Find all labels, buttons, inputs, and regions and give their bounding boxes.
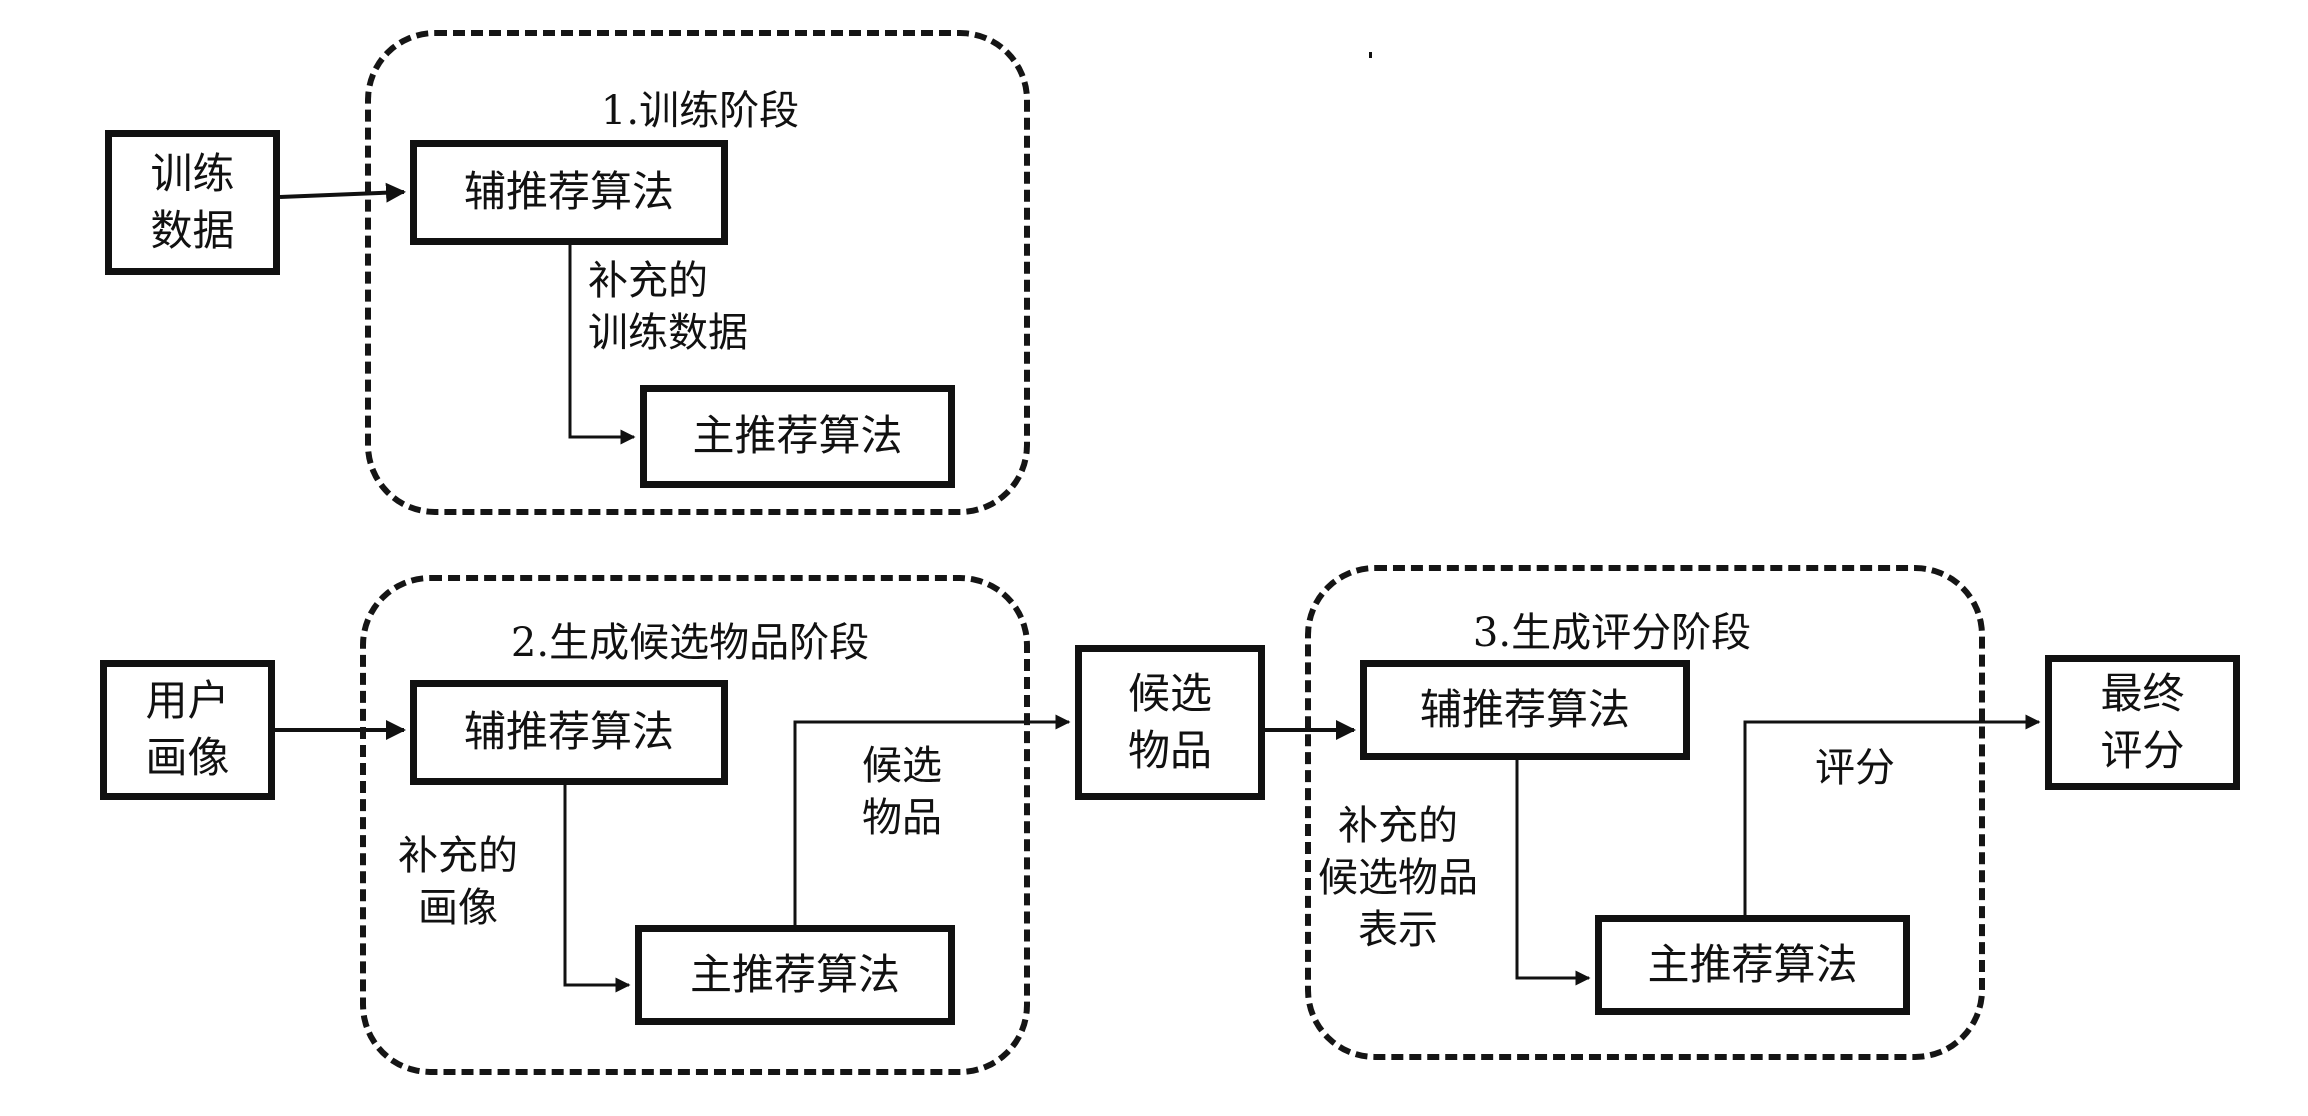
arrow-main-2-to-candidates [793, 714, 1071, 925]
candidate-items-label: 候选 物品 [1127, 668, 1212, 775]
stage-3-container [1305, 565, 1985, 1060]
stage-1-container [365, 30, 1030, 515]
stage-1-aux-algorithm-label: 辅推荐算法 [463, 167, 674, 217]
final-score-box: 最终 评分 [2045, 655, 2240, 790]
stage-2-title: 2.生成候选物品阶段 [510, 620, 870, 666]
stage-1-main-algorithm-label: 主推荐算法 [692, 411, 903, 461]
stage-3-title: 3.生成评分阶段 [1472, 610, 1752, 656]
scan-speck [1369, 52, 1372, 58]
final-score-label: 最终 评分 [2100, 668, 2185, 775]
training-data-box: 训练 数据 [105, 130, 280, 275]
candidate-items-box: 候选 物品 [1075, 645, 1265, 800]
arrow-aux-3-to-main-3 [1515, 760, 1591, 986]
stage-2-main-algorithm-label: 主推荐算法 [689, 949, 900, 999]
stage-1-edge-label: 补充的 训练数据 [588, 258, 748, 356]
stage-3-main-algorithm-box: 主推荐算法 [1595, 915, 1910, 1015]
stage-2-main-algorithm-box: 主推荐算法 [635, 925, 955, 1025]
stage-2-aux-algorithm-label: 辅推荐算法 [463, 707, 674, 757]
user-profile-box: 用户 画像 [100, 660, 275, 800]
arrow-training-data-to-aux-1 [279, 182, 406, 203]
stage-3-aux-algorithm-label: 辅推荐算法 [1419, 684, 1630, 734]
stage-2-container [360, 575, 1030, 1075]
stage-2-edge-label: 补充的 画像 [398, 833, 518, 931]
stage-2-aux-algorithm-box: 辅推荐算法 [410, 680, 728, 785]
stage-3-aux-algorithm-box: 辅推荐算法 [1360, 660, 1690, 760]
arrow-main-3-to-final [1743, 714, 2041, 915]
stage-3-main-algorithm-label: 主推荐算法 [1647, 939, 1858, 989]
stage-2-output-label: 候选 物品 [862, 743, 942, 841]
user-profile-label: 用户 画像 [145, 676, 230, 782]
stage-1-title: 1.训练阶段 [600, 88, 800, 134]
training-data-label: 训练 数据 [150, 148, 235, 255]
arrow-aux-1-to-main-1 [568, 245, 636, 445]
stage-3-output-label: 评分 [1815, 745, 1895, 791]
arrow-aux-2-to-main-2 [563, 785, 631, 993]
stage-3-edge-label: 补充的 候选物品 表示 [1318, 803, 1478, 953]
stage-1-aux-algorithm-box: 辅推荐算法 [410, 140, 728, 245]
stage-1-main-algorithm-box: 主推荐算法 [640, 385, 955, 488]
